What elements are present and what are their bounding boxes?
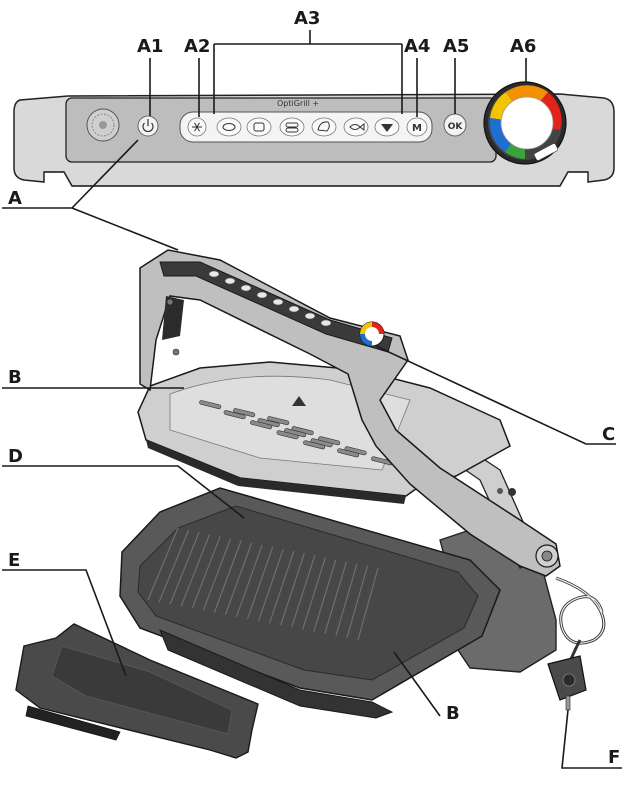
handle-mini-button — [224, 277, 236, 285]
grill-ridge — [158, 529, 190, 603]
burger-program-button[interactable] — [216, 117, 242, 137]
label-b-bottom: B — [446, 703, 460, 724]
grill-ridge — [313, 559, 337, 632]
drip-tray — [15, 623, 259, 759]
label-b-top: B — [8, 367, 22, 388]
ok-button-label: OK — [448, 122, 464, 132]
sandwich-program-button[interactable] — [246, 117, 272, 137]
manual-button-label: M — [412, 123, 422, 134]
grill-ridge — [346, 565, 369, 639]
power-button[interactable] — [137, 115, 159, 137]
grill-ridge — [224, 542, 253, 615]
grill-ridge — [335, 563, 358, 636]
handle-mini-button — [240, 284, 252, 292]
brand-name: OptiGrill + — [277, 99, 319, 108]
leader-line-b-bottom — [393, 651, 441, 717]
frozen-button[interactable] — [187, 117, 207, 137]
poultry-icon — [317, 121, 330, 132]
logo-disc — [86, 108, 120, 142]
label-f: F — [608, 747, 620, 768]
grill-ridge — [269, 550, 295, 624]
leader-line-c — [375, 345, 616, 445]
leader-line-e — [2, 569, 127, 677]
vent-slot — [199, 400, 222, 410]
lid-handle — [139, 249, 561, 577]
grill-illustration — [15, 249, 606, 759]
grill-ridge — [180, 534, 211, 607]
bacon-program-button[interactable] — [374, 117, 400, 137]
snowflake-icon — [192, 122, 202, 132]
fish-program-button[interactable] — [343, 117, 369, 137]
cooking-level-dial[interactable] — [483, 81, 567, 165]
grill-ridge — [324, 561, 347, 634]
label-a6: A6 — [510, 36, 536, 57]
leader-lines-panel — [149, 30, 527, 117]
grill-ridge — [357, 567, 379, 641]
grill-ridge — [291, 555, 316, 628]
handle-mini-button — [288, 305, 300, 313]
grill-ridge — [257, 548, 284, 622]
sandwich-icon — [253, 122, 265, 132]
leader-line-d — [2, 465, 245, 519]
leader-line-f — [561, 709, 622, 769]
fish-icon — [349, 123, 365, 131]
label-d: D — [8, 446, 23, 467]
grill-ridge — [280, 553, 305, 626]
handle-mini-button — [320, 319, 332, 327]
handle-mini-button — [208, 270, 220, 278]
ok-button[interactable]: OK — [443, 113, 467, 137]
grill-ridge — [202, 538, 232, 611]
vent-slot — [303, 440, 326, 450]
vent-slot — [276, 430, 299, 440]
vent-slot — [223, 410, 246, 420]
grill-ridge — [213, 540, 242, 613]
label-a3: A3 — [294, 8, 320, 29]
poultry-program-button[interactable] — [311, 117, 337, 137]
manual-button[interactable]: M — [406, 117, 428, 137]
vent-slot — [250, 420, 273, 430]
vent-slot — [233, 408, 256, 418]
control-panel: OptiGrill + — [13, 8, 615, 187]
label-a1: A1 — [137, 36, 163, 57]
grill-ridge — [246, 546, 274, 620]
grill-ridge — [169, 531, 200, 605]
handle-mini-button — [272, 298, 284, 306]
vent-slot — [267, 416, 290, 426]
handle-mini-button — [256, 291, 268, 299]
grill-ridge — [302, 557, 326, 630]
leader-line-a — [2, 139, 179, 251]
sausage-icon — [285, 122, 299, 133]
grill-ridge — [147, 527, 179, 601]
label-e: E — [8, 550, 20, 571]
handle-mini-button — [304, 312, 316, 320]
lower-grill-plate — [119, 487, 501, 719]
label-c: C — [602, 424, 615, 445]
sausage-program-button[interactable] — [279, 117, 305, 137]
label-a4: A4 — [404, 36, 430, 57]
label-a5: A5 — [443, 36, 469, 57]
label-a2: A2 — [184, 36, 210, 57]
grill-ridge — [191, 536, 221, 609]
power-cord — [547, 576, 606, 711]
bacon-icon — [381, 124, 393, 132]
program-buttons — [216, 117, 400, 137]
burger-icon — [222, 123, 236, 131]
upper-grill-plate — [137, 361, 511, 504]
vent-slot — [337, 448, 360, 458]
grill-ridge — [235, 544, 263, 618]
label-a: A — [8, 188, 22, 209]
